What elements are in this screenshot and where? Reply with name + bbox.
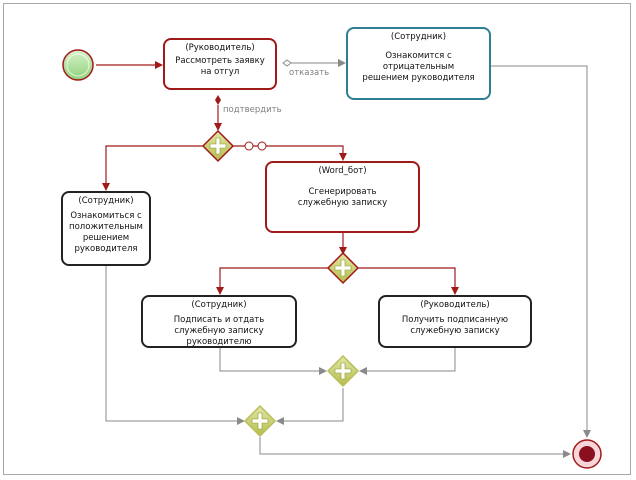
flow-connector-circle-1: [244, 141, 254, 151]
parallel-gateway-icon[interactable]: [201, 129, 235, 163]
flow-gw3-to-gw4: [276, 388, 344, 425]
task-role: (Руководитель): [185, 43, 255, 53]
parallel-gateway-icon[interactable]: [326, 251, 360, 285]
start-event-icon[interactable]: [62, 49, 94, 81]
flow-gw1-to-pos: [102, 145, 204, 191]
task-role: (Сотрудник): [191, 300, 247, 310]
flow-label-confirm: подтвердить: [223, 105, 282, 115]
task-text: Подписать и отдать служебную записку рук…: [173, 315, 265, 347]
task-generate-memo[interactable]: (Word_бот) Сгенерировать служебную запис…: [265, 161, 420, 233]
flow-recv-to-gw3: [359, 348, 456, 375]
task-text: Получить подписанную служебную записку: [401, 315, 509, 336]
task-role: (Сотрудник): [390, 32, 447, 42]
task-view-positive[interactable]: (Сотрудник) Ознакомиться с положительным…: [61, 191, 151, 266]
flow-pos-to-gw4: [105, 266, 245, 425]
task-role: (Сотрудник): [78, 196, 134, 206]
task-role: (Руководитель): [420, 300, 490, 310]
flow-neg-to-end: [491, 65, 591, 438]
diagram-frame: [3, 3, 631, 475]
flow-gw2-to-recv: [357, 267, 459, 295]
task-role: (Word_бот): [318, 166, 367, 176]
task-text: Ознакомиться с положительным решением ру…: [69, 211, 143, 254]
task-text: Сгенерировать служебную записку: [297, 187, 388, 208]
flow-sign-to-gw3: [219, 348, 327, 375]
parallel-gateway-icon[interactable]: [243, 404, 277, 438]
flow-reject-default-marker: [282, 59, 292, 67]
end-event-icon[interactable]: [572, 439, 602, 469]
task-view-negative[interactable]: (Сотрудник) Ознакомится с отрицательным …: [346, 27, 491, 100]
task-text: Ознакомится с отрицательным решением рук…: [362, 51, 475, 83]
flow-gw4-to-end: [259, 437, 571, 458]
task-receive-memo[interactable]: (Руководитель) Получить подписанную служ…: [378, 295, 532, 348]
flow-connector-circle-2: [257, 141, 267, 151]
task-sign-memo[interactable]: (Сотрудник) Подписать и отдать служебную…: [141, 295, 297, 348]
task-text: Рассмотреть заявку на отгул: [175, 56, 265, 77]
flow-label-reject: отказать: [289, 68, 330, 78]
parallel-gateway-icon[interactable]: [326, 354, 360, 388]
flow-confirm-marker: [215, 95, 221, 105]
flow-gw2-to-sign: [216, 267, 329, 295]
task-review-request[interactable]: (Руководитель) Рассмотреть заявку на отг…: [163, 38, 277, 90]
flow-gw1-to-gen: [232, 145, 347, 161]
